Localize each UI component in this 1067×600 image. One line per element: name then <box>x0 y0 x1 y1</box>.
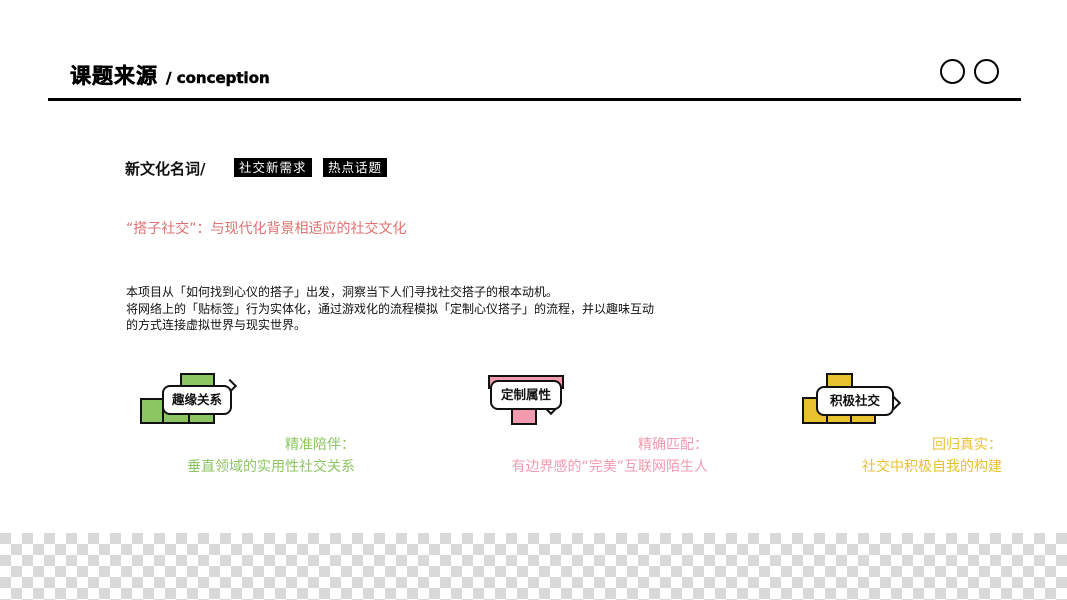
feature-text: 社交中积极自我的构建 <box>862 459 1002 475</box>
headline: “搭子社交”：与现代化背景相适应的社交文化 <box>126 221 407 237</box>
feature-caption: 精准陪伴： 垂直领域的实用性社交关系 <box>95 434 355 478</box>
feature-caption: 精确匹配： 有边界感的“完美”互联网陌生人 <box>448 434 708 478</box>
header-divider <box>48 98 1021 101</box>
bubble-label: 趣缘关系 <box>162 385 232 415</box>
feature-caption: 回归真实： 社交中积极自我的构建 <box>742 434 1002 478</box>
feature-title: 回归真实： <box>932 437 1002 453</box>
bubble-label: 定制属性 <box>490 380 562 410</box>
circle-icon <box>974 59 999 84</box>
title-text: 课题来源 <box>70 64 158 89</box>
description-line: 的方式连接虚拟世界与现实世界。 <box>126 318 307 332</box>
bubble-label: 积极社交 <box>816 386 894 416</box>
feature-text: 垂直领域的实用性社交关系 <box>187 459 355 475</box>
feature-title: 精准陪伴： <box>285 437 355 453</box>
description-line: 将网络上的「贴标签」行为实体化，通过游戏化的流程模拟「定制心仪搭子」的流程，并以… <box>126 301 655 316</box>
feature-title: 精确匹配： <box>638 437 708 453</box>
tag-hot-topic: 热点话题 <box>323 158 388 177</box>
description: 本项目从「如何找到心仪的搭子」出发，洞察当下人们寻找社交搭子的根本动机。 将网络… <box>126 284 654 334</box>
page-title: 课题来源 / conception <box>70 60 270 90</box>
feature-text: 有边界感的“完美”互联网陌生人 <box>511 459 708 475</box>
circle-icon <box>940 59 965 84</box>
description-line: 本项目从「如何找到心仪的搭子」出发，洞察当下人们寻找社交搭子的根本动机。 <box>126 285 559 299</box>
keyword-label: 新文化名词/ <box>125 160 206 178</box>
checkerboard-decoration <box>0 533 1067 600</box>
title-subtitle: / conception <box>166 69 270 88</box>
tag-social-need: 社交新需求 <box>234 158 312 177</box>
